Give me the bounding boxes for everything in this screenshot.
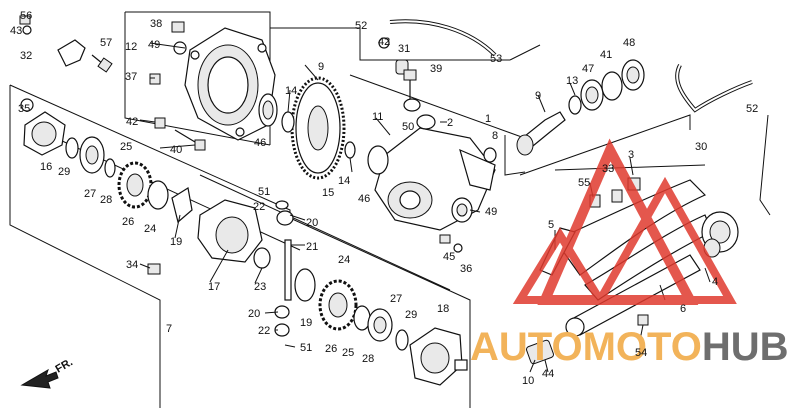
part-label: 11	[372, 111, 383, 123]
part-label: 51	[258, 186, 270, 198]
part-label: 30	[695, 141, 707, 153]
part-label: 45	[443, 251, 455, 263]
part-label: 57	[100, 37, 112, 49]
part-label: 55	[578, 177, 590, 189]
part-label: 52	[746, 103, 758, 115]
part-label: 20	[248, 308, 260, 320]
part-label: 14	[285, 85, 297, 97]
hose-53	[389, 19, 497, 57]
part-labels: 56 43 32 57 38 12 49 37 52 42 31 53 39 3…	[10, 10, 758, 387]
watermark-text-left: AUTOMOTO	[470, 325, 702, 369]
part-label: 36	[460, 263, 472, 275]
part-label: 38	[150, 18, 162, 30]
gear-group-lower	[274, 268, 409, 351]
part-label: 9	[318, 61, 324, 73]
final-drive-case	[367, 98, 497, 231]
part-label: 53	[490, 53, 502, 65]
part-label: 31	[398, 43, 410, 55]
part-label: 40	[170, 144, 182, 156]
part-label: 46	[358, 193, 370, 205]
part-label: 41	[600, 49, 612, 61]
part-label: 34	[126, 259, 138, 271]
part-label: 42	[378, 36, 390, 48]
part-label: 25	[342, 347, 354, 359]
part-label: 21	[306, 241, 318, 253]
part-label: 17	[208, 281, 220, 293]
part-label: 46	[254, 137, 266, 149]
part-label: 15	[322, 187, 334, 199]
part-label: 2	[447, 117, 453, 129]
part-label: 37	[125, 71, 137, 83]
watermark-logo	[512, 138, 737, 305]
part-label: 25	[120, 141, 132, 153]
part-label: 4	[712, 276, 718, 288]
part-label: 22	[258, 325, 270, 337]
housing-cover	[184, 27, 276, 141]
part-label: 56	[20, 10, 32, 22]
part-label: 43	[10, 25, 22, 37]
part-label: 50	[402, 121, 414, 133]
part-label: 28	[100, 194, 112, 206]
seals-upper	[258, 93, 356, 159]
part-label: 19	[170, 236, 182, 248]
part-label: 19	[300, 317, 312, 329]
part-label: 27	[390, 293, 402, 305]
part-label: 14	[338, 175, 350, 187]
part-label: 28	[362, 353, 374, 365]
part-label: 13	[566, 75, 578, 87]
universal-joint	[525, 339, 555, 365]
part-label: 44	[542, 368, 554, 380]
part-label: 33	[602, 163, 614, 175]
part-label: 29	[405, 309, 417, 321]
part-label: 8	[492, 130, 498, 142]
left-flange-group	[23, 111, 116, 178]
part-label: 27	[84, 188, 96, 200]
part-label: 12	[125, 41, 137, 53]
part-label: 35	[18, 103, 30, 115]
direction-arrow: FR.	[20, 356, 75, 389]
part-label: 24	[144, 223, 156, 235]
part-label: 26	[122, 216, 134, 228]
right-flange	[409, 327, 468, 386]
part-label: 23	[254, 281, 266, 293]
part-label: 39	[430, 63, 442, 75]
part-label: 18	[437, 303, 449, 315]
pinion-assembly	[516, 59, 645, 156]
part-label: 7	[166, 323, 172, 335]
gear-group-upper	[117, 161, 193, 224]
part-label: 49	[148, 39, 160, 51]
hose-30	[675, 64, 753, 113]
watermark-text-right: HUB	[702, 325, 789, 369]
leader-lines	[139, 42, 771, 373]
part-label: 9	[535, 90, 541, 102]
part-label: 52	[355, 20, 367, 32]
part-label: 47	[582, 63, 594, 75]
part-label: 16	[40, 161, 52, 173]
part-label: 5	[548, 219, 554, 231]
part-label: 49	[485, 206, 497, 218]
part-label: 6	[680, 303, 686, 315]
part-label: 51	[300, 342, 312, 354]
direction-label: FR.	[54, 356, 75, 375]
part-label: 29	[58, 166, 70, 178]
part-label: 1	[485, 113, 491, 125]
ring-gear	[290, 76, 346, 180]
part-label: 26	[325, 343, 337, 355]
part-label: 54	[635, 347, 647, 359]
part-label: 22	[253, 201, 265, 213]
part-label: 48	[623, 37, 635, 49]
part-label: 10	[522, 375, 534, 387]
part-label: 20	[306, 217, 318, 229]
watermark-text: AUTOMOTOHUB	[470, 325, 789, 369]
part-label: 32	[20, 50, 32, 62]
part-label: 3	[628, 149, 634, 161]
part-label: 24	[338, 254, 350, 266]
bracket-32	[57, 39, 86, 67]
part-label: 42	[126, 116, 138, 128]
